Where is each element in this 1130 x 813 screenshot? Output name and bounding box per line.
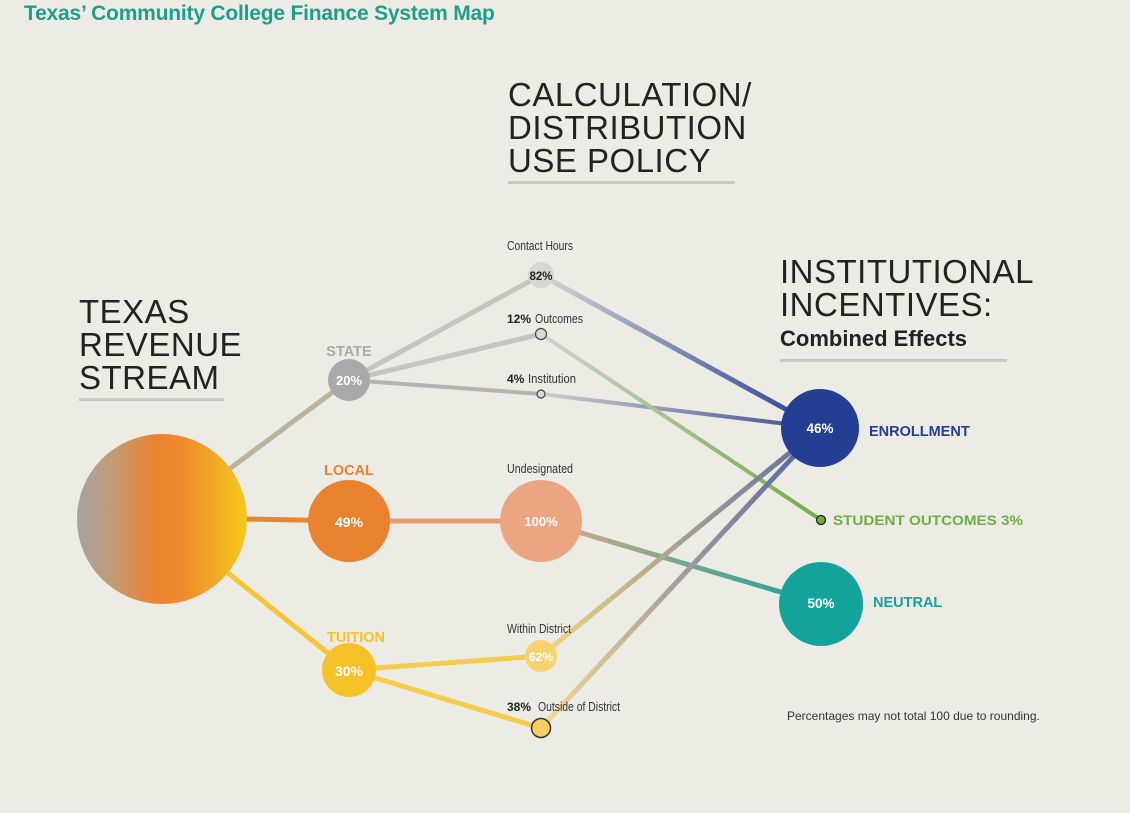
link-contact-hours-enrollment bbox=[539, 272, 822, 431]
calculation-heading: CALCULATION/ DISTRIBUTION USE POLICY bbox=[508, 78, 752, 177]
local-label: LOCAL bbox=[324, 463, 374, 479]
institution-node bbox=[536, 389, 546, 399]
revenue-heading-line: TEXAS bbox=[79, 293, 190, 330]
page-title: Texas’ Community College Finance System … bbox=[24, 2, 495, 25]
student-outcomes-label: STUDENT OUTCOMES 3% bbox=[833, 512, 1024, 528]
within-district-label: Within District bbox=[507, 622, 571, 636]
calculation-heading-line: DISTRIBUTION bbox=[508, 109, 747, 146]
contact-hours-node bbox=[528, 262, 554, 288]
link-state-contact-hours bbox=[347, 272, 543, 383]
institution-label: Institution bbox=[528, 372, 576, 386]
footnote: Percentages may not total 100 due to rou… bbox=[787, 709, 1040, 723]
outside-district-value: 38% bbox=[507, 700, 531, 714]
outcomes-label: Outcomes bbox=[535, 312, 583, 326]
incentives-subheading: Combined Effects bbox=[780, 326, 968, 351]
link-state-outcomes bbox=[348, 331, 542, 383]
undesignated-node bbox=[500, 480, 582, 562]
undesignated-value: 100% bbox=[524, 514, 558, 529]
student-outcomes-node bbox=[815, 514, 827, 526]
state-value: 20% bbox=[336, 373, 362, 388]
incentives-heading: INSTITUTIONAL INCENTIVES: bbox=[780, 255, 1034, 321]
revenue-heading: TEXAS REVENUE STREAM bbox=[79, 295, 242, 394]
within-district-node bbox=[525, 640, 557, 672]
state-node bbox=[328, 359, 370, 401]
link-within-enrollment bbox=[539, 426, 822, 658]
link-outcomes-student-outcomes bbox=[539, 332, 823, 522]
neutral-value: 50% bbox=[807, 596, 834, 611]
revenue-rule bbox=[79, 398, 224, 401]
link-tuition-outside bbox=[348, 667, 542, 731]
enrollment-node bbox=[781, 389, 859, 467]
neutral-node bbox=[779, 562, 863, 646]
link-state-institution bbox=[348, 378, 542, 396]
tuition-node bbox=[322, 643, 376, 697]
within-district-value: 62% bbox=[529, 650, 553, 664]
calculation-rule bbox=[508, 181, 735, 184]
enrollment-value: 46% bbox=[806, 421, 833, 436]
outside-district-label: Outside of District bbox=[538, 700, 620, 714]
enrollment-label: ENROLLMENT bbox=[869, 424, 970, 440]
outcomes-node bbox=[534, 327, 548, 341]
contact-hours-value: 82% bbox=[529, 271, 552, 283]
neutral-label: NEUTRAL bbox=[873, 595, 942, 611]
incentives-heading-line: INSTITUTIONAL bbox=[780, 253, 1035, 290]
revenue-source-node bbox=[77, 434, 247, 604]
link-source-state bbox=[226, 377, 351, 473]
institution-value: 4% bbox=[507, 372, 525, 386]
outside-district-node bbox=[530, 717, 552, 739]
tuition-label: TUITION bbox=[327, 630, 385, 646]
local-node bbox=[308, 480, 390, 562]
outcomes-value: 12% bbox=[507, 312, 531, 326]
link-undesignated-neutral bbox=[540, 518, 822, 607]
undesignated-label: Undesignated bbox=[507, 462, 573, 476]
calculation-heading-line: USE POLICY bbox=[508, 142, 712, 179]
tuition-value: 30% bbox=[335, 663, 364, 679]
incentives-rule bbox=[780, 359, 1007, 362]
contact-hours-label: Contact Hours bbox=[507, 239, 573, 253]
link-outside-enrollment bbox=[539, 426, 822, 730]
state-label: STATE bbox=[326, 344, 372, 360]
revenue-heading-line: STREAM bbox=[79, 359, 220, 396]
incentives-heading-line: INCENTIVES: bbox=[780, 286, 993, 323]
calculation-heading-line: CALCULATION/ bbox=[508, 76, 752, 113]
link-institution-enrollment bbox=[540, 392, 821, 430]
local-value: 49% bbox=[335, 514, 364, 530]
revenue-heading-line: REVENUE bbox=[79, 326, 243, 363]
link-tuition-within bbox=[348, 653, 542, 673]
